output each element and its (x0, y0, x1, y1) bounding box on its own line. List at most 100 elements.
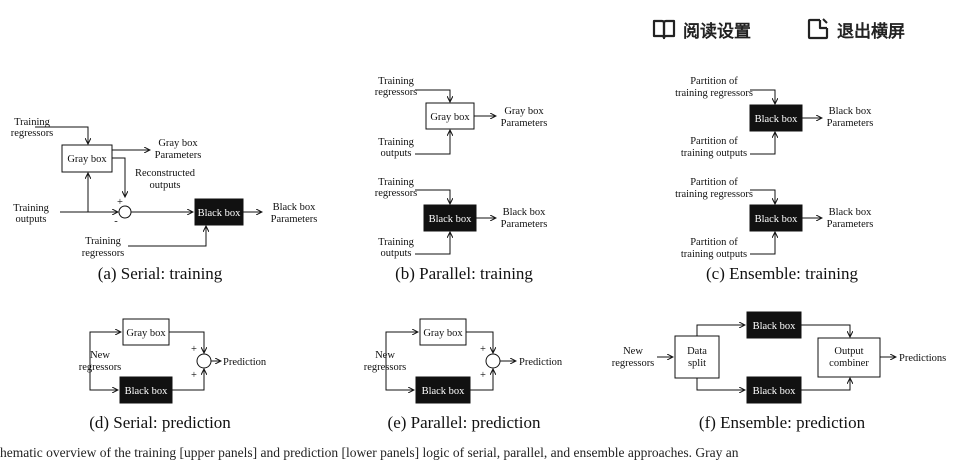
d-plus-bottom: + (191, 370, 197, 381)
c-black-params2-2: Parameters (827, 219, 874, 230)
exit-landscape-button[interactable]: 退出横屏 (806, 14, 905, 44)
gray-box-d (122, 318, 170, 346)
exit-rotate-icon (807, 18, 829, 40)
a-black-box-label: Black box (198, 208, 242, 219)
e-plus-bottom: + (480, 370, 486, 381)
b-training-outputs-1: Training (378, 137, 415, 148)
c-partition-regressors2-2: training regressors (675, 189, 753, 200)
c-partition-outputs-2: training outputs (681, 148, 747, 159)
a-training-regressors-1: Training (14, 117, 51, 128)
read-settings-label: 阅读设置 (683, 21, 751, 42)
panel-f-ensemble-prediction (657, 311, 896, 404)
panel-d-serial-prediction (89, 318, 221, 404)
exit-landscape-label: 退出横屏 (837, 21, 905, 42)
c-black-params-2: Parameters (827, 118, 874, 129)
a-reconstructed-1: Reconstructed (135, 168, 196, 179)
a-training-outputs-2: outputs (16, 214, 47, 225)
f-new-regressors-2: regressors (612, 358, 655, 369)
b-black-params-1: Black box (503, 207, 547, 218)
f-predictions-label: Predictions (899, 353, 946, 364)
f-output-combiner-2: combiner (829, 358, 869, 369)
b-training-regressors-1: Training (378, 76, 415, 87)
panel-a-serial-training (35, 126, 262, 247)
b-gray-params-1: Gray box (504, 106, 544, 117)
b-training-regressors2-1: Training (378, 177, 415, 188)
c-black-params2-1: Black box (829, 207, 873, 218)
c-black-box-label: Black box (755, 114, 799, 125)
caption-f: (f) Ensemble: prediction (699, 413, 866, 432)
b-black-params-2: Parameters (501, 219, 548, 230)
panel-b-parallel-training (415, 89, 496, 255)
read-settings-button[interactable]: 阅读设置 (652, 14, 751, 44)
caption-c: (c) Ensemble: training (706, 264, 859, 283)
caption-e: (e) Parallel: prediction (388, 413, 541, 432)
b-black-box-label: Black box (429, 214, 473, 225)
d-gray-box-label: Gray box (126, 328, 166, 339)
black-box-c2 (749, 204, 803, 232)
c-black-box2-label: Black box (755, 214, 799, 225)
d-new-regressors-1: New (90, 350, 110, 361)
a-training-regressors2-1: Training (85, 236, 122, 247)
b-training-outputs2-1: Training (378, 237, 415, 248)
a-training-outputs-1: Training (13, 203, 50, 214)
b-gray-params-2: Parameters (501, 118, 548, 129)
a-reconstructed-2: outputs (150, 180, 181, 191)
c-black-params-1: Black box (829, 106, 873, 117)
c-partition-regressors-2: training regressors (675, 88, 753, 99)
data-split-box (674, 335, 720, 379)
a-gray-box-label: Gray box (67, 154, 107, 165)
figure-caption: hematic overview of the training [upper … (0, 445, 739, 460)
black-box-a (194, 198, 244, 226)
d-plus-top: + (191, 344, 197, 355)
c-partition-regressors2-1: Partition of (690, 177, 738, 188)
a-black-params-1: Black box (273, 202, 317, 213)
b-training-regressors2-2: regressors (375, 188, 418, 199)
summing-junction-d (196, 353, 212, 369)
d-new-regressors-2: regressors (79, 362, 122, 373)
e-new-regressors-1: New (375, 350, 395, 361)
black-box-b (423, 204, 477, 232)
open-book-icon (652, 19, 676, 40)
caption-b: (b) Parallel: training (395, 264, 533, 283)
e-black-box-label: Black box (422, 386, 466, 397)
e-new-regressors-2: regressors (364, 362, 407, 373)
a-black-params-2: Parameters (271, 214, 318, 225)
d-black-box-label: Black box (125, 386, 169, 397)
e-gray-box-label: Gray box (423, 328, 463, 339)
black-box-d (119, 376, 173, 404)
b-training-outputs2-2: outputs (381, 248, 412, 259)
f-data-split-2: split (688, 358, 706, 369)
reader-toolbar: 阅读设置 退出横屏 (0, 0, 961, 58)
panel-c-ensemble-training (749, 89, 822, 255)
f-black-box-label: Black box (753, 321, 797, 332)
a-minus-sign: - (114, 216, 118, 227)
black-box-f2 (746, 376, 802, 404)
caption-d: (d) Serial: prediction (89, 413, 231, 432)
panel-e-parallel-prediction (385, 318, 516, 404)
c-partition-outputs-1: Partition of (690, 136, 738, 147)
b-training-regressors-2: regressors (375, 87, 418, 98)
b-gray-box-label: Gray box (430, 112, 470, 123)
a-training-regressors2-2: regressors (82, 248, 125, 259)
f-data-split-1: Data (687, 346, 707, 357)
a-plus-sign: + (117, 197, 123, 208)
black-box-e (415, 376, 471, 404)
summing-junction-e (485, 353, 501, 369)
black-box-c1 (749, 104, 803, 132)
b-training-outputs-2: outputs (381, 148, 412, 159)
c-partition-outputs2-2: training outputs (681, 249, 747, 260)
a-gray-params-1: Gray box (158, 138, 198, 149)
f-new-regressors-1: New (623, 346, 643, 357)
e-plus-top: + (480, 344, 486, 355)
output-combiner-box (817, 337, 881, 378)
f-output-combiner-1: Output (834, 346, 863, 357)
c-partition-regressors-1: Partition of (690, 76, 738, 87)
c-partition-outputs2-1: Partition of (690, 237, 738, 248)
f-black-box2-label: Black box (753, 386, 797, 397)
d-prediction-label: Prediction (223, 357, 267, 368)
a-training-regressors-2: regressors (11, 128, 54, 139)
caption-a: (a) Serial: training (98, 264, 223, 283)
gray-box-e (419, 318, 467, 346)
a-gray-params-2: Parameters (155, 150, 202, 161)
